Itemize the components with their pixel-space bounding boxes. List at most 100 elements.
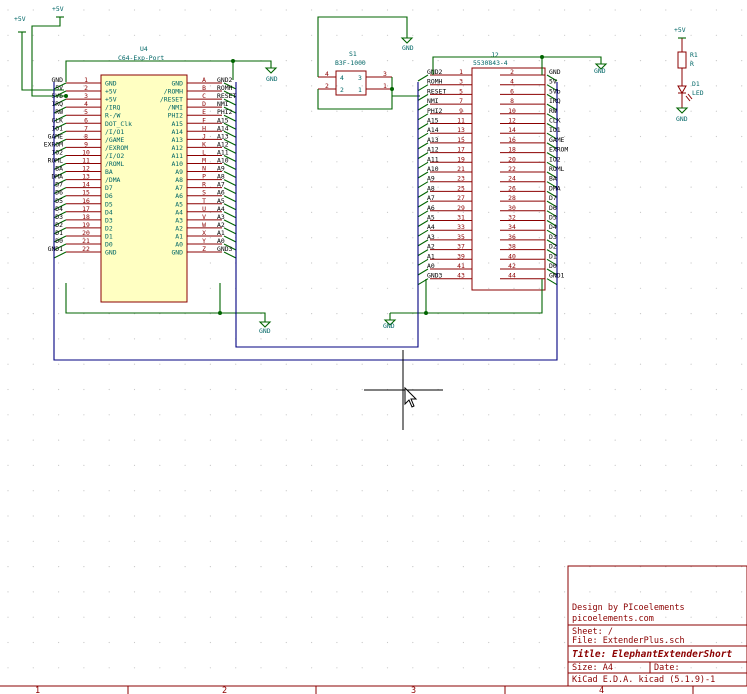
j2-net-label: A14 bbox=[427, 126, 439, 134]
u4-net-label: A6 bbox=[217, 189, 225, 197]
j2-net-label: A9 bbox=[427, 175, 435, 183]
bus-entry bbox=[417, 74, 429, 82]
j2-pin-num: 28 bbox=[508, 194, 516, 202]
bus-entry bbox=[223, 90, 237, 98]
bus-entry bbox=[53, 227, 67, 235]
u4-pin-num: 11 bbox=[82, 157, 90, 165]
s1-switch[interactable]: S1 B3F-1000 4 2 3 1 4 2 3 1 bbox=[318, 50, 392, 96]
j2-net-label: GND2 bbox=[427, 68, 443, 76]
bus-entry bbox=[546, 84, 558, 92]
s1-pin3: 3 bbox=[383, 70, 387, 78]
u4-net-label: IO1 bbox=[51, 124, 63, 132]
j2-net-label: A11 bbox=[427, 155, 439, 163]
u4-pin-name: A13 bbox=[171, 136, 183, 144]
bus-entry bbox=[417, 132, 429, 140]
bus-entry bbox=[223, 82, 237, 90]
j2-pin-num: 25 bbox=[457, 184, 465, 192]
r1-resistor[interactable]: R1 R bbox=[677, 38, 698, 80]
j2-net-label: A2 bbox=[427, 243, 435, 251]
j2-pin-num: 41 bbox=[457, 262, 465, 270]
j2-net-label: A1 bbox=[427, 252, 435, 260]
j2-net-label: ROMH bbox=[427, 78, 443, 86]
u4-net-label: EXROM bbox=[44, 140, 63, 148]
bus-entry bbox=[417, 152, 429, 160]
bus-entry bbox=[53, 154, 67, 162]
bus-entry bbox=[53, 211, 67, 219]
j2-pin-num: 16 bbox=[508, 136, 516, 144]
u4-pin-num: K bbox=[202, 140, 206, 148]
u4-pin-num: 10 bbox=[82, 148, 90, 156]
bus-entry bbox=[546, 200, 558, 208]
s1-inner-2: 2 bbox=[340, 86, 344, 94]
u4-pin-num: 15 bbox=[82, 189, 90, 197]
u4-pin-num: 5 bbox=[84, 108, 88, 116]
j2-net-label: D0 bbox=[549, 262, 557, 270]
u4-net-label: A15 bbox=[217, 116, 229, 124]
u4-pin-num: 7 bbox=[84, 124, 88, 132]
tb-file: File: ExtenderPlus.sch bbox=[572, 636, 685, 646]
bus-entry bbox=[53, 195, 67, 203]
u4-pin-name: PHI2 bbox=[168, 112, 184, 120]
j2-pin-num: 38 bbox=[508, 243, 516, 251]
u4-pin-num: J bbox=[202, 132, 206, 140]
sheet-frame: 1 2 3 4 bbox=[0, 685, 747, 694]
bus-entry bbox=[223, 122, 237, 130]
j2-pin-num: 2 bbox=[510, 68, 514, 76]
frame-col-3: 3 bbox=[411, 686, 416, 694]
bus-entry bbox=[546, 142, 558, 150]
j2-pin-num: 39 bbox=[457, 252, 465, 260]
d1-led[interactable]: D1 LED bbox=[677, 80, 704, 108]
u4-pin-name: A3 bbox=[175, 216, 183, 224]
bus-entry bbox=[417, 239, 429, 247]
s1-inner-4: 4 bbox=[340, 74, 344, 82]
u4-net-label: GND2 bbox=[217, 76, 233, 84]
bus-entry bbox=[546, 161, 558, 169]
j2-pin-num: 27 bbox=[457, 194, 465, 202]
j2-pin-num: 32 bbox=[508, 214, 516, 222]
bus-entry bbox=[223, 138, 237, 146]
u4-pin-name: GND bbox=[105, 249, 117, 257]
u4-pin-name: A8 bbox=[175, 176, 183, 184]
r1-ref: R1 bbox=[690, 51, 698, 59]
bus-entry bbox=[546, 103, 558, 111]
bus-entry bbox=[223, 243, 237, 251]
j2-pin-num: 17 bbox=[457, 146, 465, 154]
u4-pin-num: P bbox=[202, 173, 206, 181]
bus-entry bbox=[417, 142, 429, 150]
bus-entry bbox=[417, 229, 429, 237]
u4-pin-num: N bbox=[202, 165, 206, 173]
gnd-5-label: GND bbox=[383, 322, 395, 330]
tb-kicad: KiCad E.D.A. kicad (5.1.9)-1 bbox=[572, 675, 715, 685]
gnd-2: GND bbox=[400, 37, 414, 52]
u4-net-label: D2 bbox=[55, 221, 63, 229]
crosshair-cursor bbox=[364, 350, 443, 430]
j2-net-label: D5 bbox=[549, 214, 557, 222]
u4-pin-num: U bbox=[202, 205, 206, 213]
j2-net-label: DMA bbox=[549, 184, 561, 192]
bus-entry bbox=[223, 98, 237, 106]
u4-pin-num: 9 bbox=[84, 140, 88, 148]
s1-ref: S1 bbox=[349, 50, 357, 58]
u4-ref: U4 bbox=[140, 45, 148, 53]
gnd-6-label: GND bbox=[676, 115, 688, 123]
gnd-1: GND bbox=[264, 67, 278, 83]
bus-entry bbox=[53, 98, 67, 106]
u4-pin-name: D2 bbox=[105, 224, 113, 232]
p5v-3: +5V bbox=[674, 26, 686, 39]
u4-net-label: A14 bbox=[217, 124, 229, 132]
u4-pin-name: GND bbox=[171, 249, 183, 257]
u4-pin-name: /IRQ bbox=[105, 104, 121, 112]
u4-pin-name: D7 bbox=[105, 184, 113, 192]
j2-pin-num: 18 bbox=[508, 146, 516, 154]
u4-net-label: D5 bbox=[55, 197, 63, 205]
u4-pin-num: H bbox=[202, 124, 206, 132]
u4-pin-num: M bbox=[202, 157, 206, 165]
bus-entry bbox=[546, 258, 558, 266]
j2-net-label: A10 bbox=[427, 165, 439, 173]
bus-entry bbox=[546, 190, 558, 198]
frame-col-1: 1 bbox=[35, 686, 40, 694]
bus-entry bbox=[223, 227, 237, 235]
u4-pin-name: /EXROM bbox=[105, 144, 128, 152]
